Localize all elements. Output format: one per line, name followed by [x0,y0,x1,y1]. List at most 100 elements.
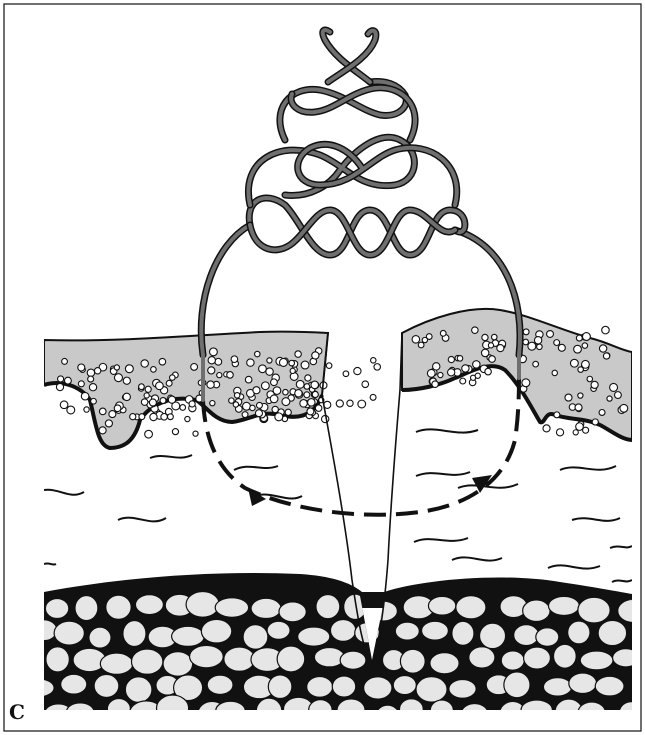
fat-cell [106,595,131,619]
granule [326,363,332,369]
fat-cell [416,677,447,702]
fat-cell [337,699,365,721]
granule [193,431,198,436]
granule [273,387,281,395]
fat-cell [201,619,231,643]
fat-cell [46,647,69,672]
granule [583,427,589,433]
granule [533,361,539,367]
granule [358,400,366,408]
fat-cell [224,647,255,671]
granule [259,365,267,373]
granule [422,337,427,342]
granule [347,400,353,406]
granule [457,356,463,362]
granule [523,339,529,345]
granule [592,419,598,425]
granule [472,327,479,334]
granule [587,376,593,382]
granule [603,353,609,359]
fat-cell [268,675,292,699]
granule [56,383,63,390]
granule [301,361,309,369]
granule [253,387,260,394]
fat-cell [107,699,130,719]
granule [418,342,424,348]
granule [256,402,262,408]
granule [473,361,480,368]
granule [275,413,283,421]
granule [99,408,106,415]
fat-cell [400,649,425,673]
fat-cell [536,628,559,647]
granule [534,337,541,344]
granule [582,343,588,349]
granule [311,381,319,389]
granule [295,351,302,358]
granule [570,359,578,367]
granule [208,367,215,374]
granule [60,401,68,409]
granule [123,393,130,400]
granule [295,390,302,397]
granule [312,392,318,398]
fat-cell [330,619,355,641]
fat-cell [553,644,576,668]
fat-cell [135,595,163,615]
granule [81,392,89,400]
granule [578,393,583,398]
granule [167,414,173,420]
granule [371,358,376,363]
granule [290,373,298,381]
granule [574,345,582,353]
granule [285,409,291,415]
fat-cell [452,621,474,645]
granule [296,380,304,388]
fat-cell [172,626,205,646]
granule [591,381,598,388]
fat-cell [45,599,68,619]
fat-cell [279,602,306,622]
fat-cell [31,620,57,641]
fat-cell [207,675,233,694]
granule [144,393,149,398]
granule [161,413,168,420]
fat-cell [340,651,366,669]
granule [94,368,100,374]
granule [89,384,96,391]
granule [233,402,238,407]
granule [523,329,529,335]
granule [267,358,272,363]
granule [554,340,560,346]
granule [149,399,156,406]
granule [460,378,466,384]
granule [210,348,218,356]
granule [438,372,443,377]
fat-cell [163,652,193,677]
fat-cell [332,676,355,697]
granule [440,330,446,336]
granule [185,416,190,421]
granule [307,408,314,415]
fat-cell [469,647,495,668]
granule [528,342,536,350]
fat-cell [521,700,552,720]
granule [412,336,420,344]
granule [279,358,287,366]
granule [489,356,496,363]
fat-cell [22,679,54,697]
granule [150,413,157,420]
fat-cell [277,646,305,672]
fat-cell [376,705,399,726]
granule [270,395,278,403]
granule [88,376,94,382]
fat-cell [243,625,268,650]
fat-cell [580,651,613,670]
surgeons-knot [248,30,464,255]
fat-cell [307,677,333,698]
granule [159,358,166,365]
fat-cell [598,620,626,645]
fat-cell [428,596,455,615]
granule [78,364,85,371]
